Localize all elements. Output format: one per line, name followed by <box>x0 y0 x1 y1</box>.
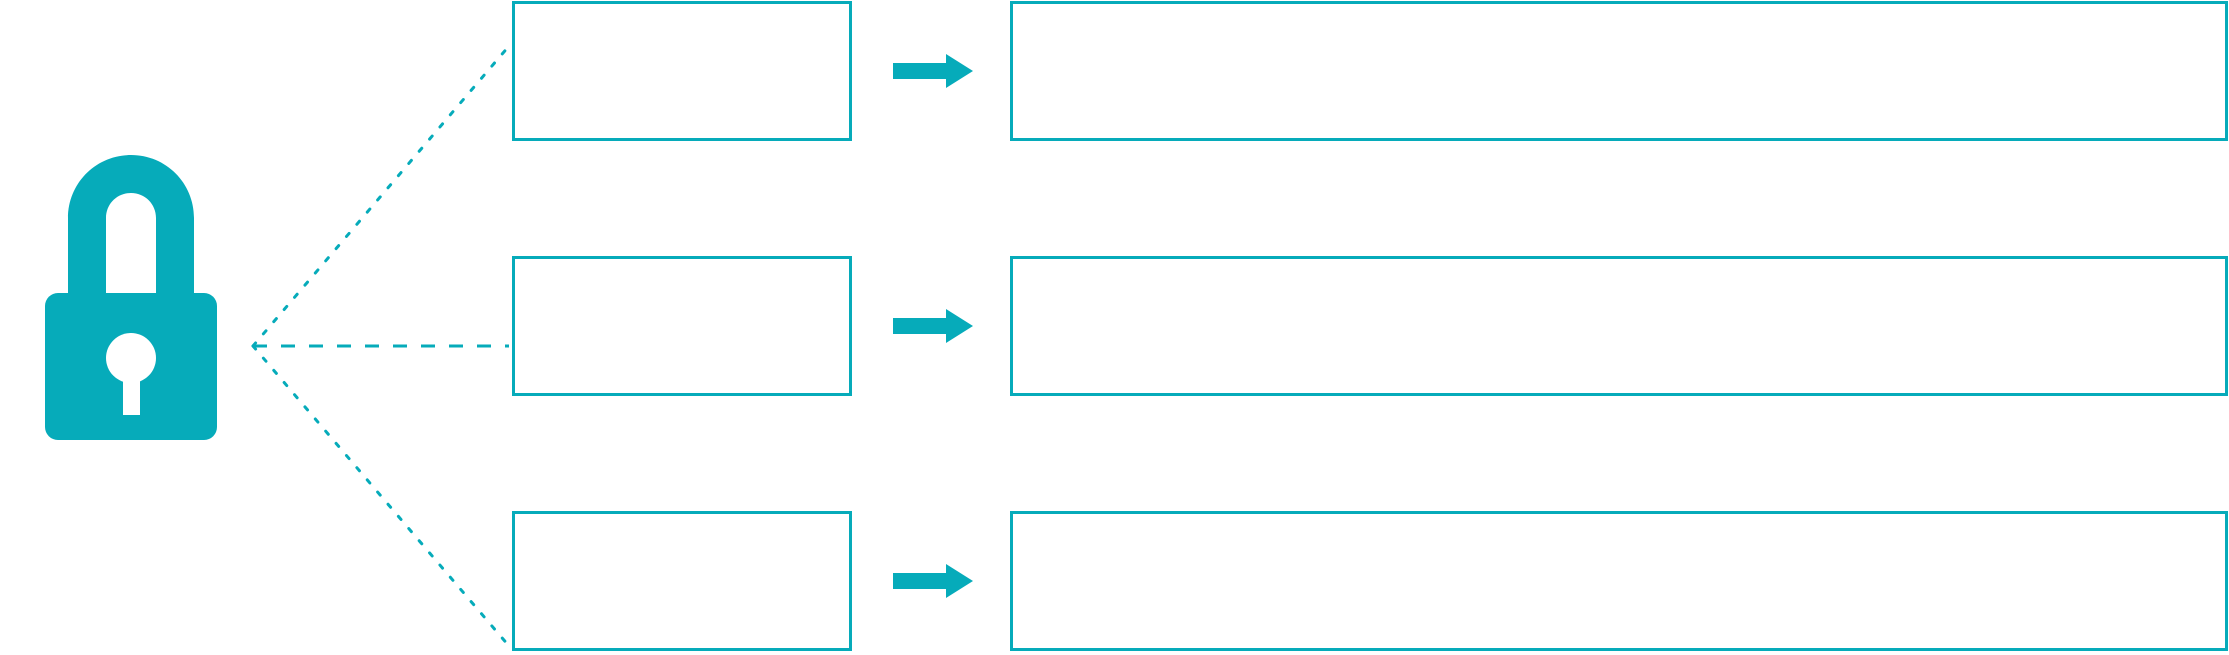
arrow-right-icon <box>893 54 973 88</box>
connector-line-row-1 <box>251 44 511 348</box>
stage-box-row-2[interactable] <box>512 256 852 396</box>
outcome-box-row-3[interactable] <box>1010 511 2228 651</box>
stage-box-row-1[interactable] <box>512 1 852 141</box>
arrow-right-icon <box>893 564 973 598</box>
outcome-box-row-2[interactable] <box>1010 256 2228 396</box>
outcome-box-row-1[interactable] <box>1010 1 2228 141</box>
connector-line-row-3 <box>251 344 511 648</box>
arrow-right-icon <box>893 309 973 343</box>
stage-box-row-3[interactable] <box>512 511 852 651</box>
lock-icon <box>45 155 217 440</box>
